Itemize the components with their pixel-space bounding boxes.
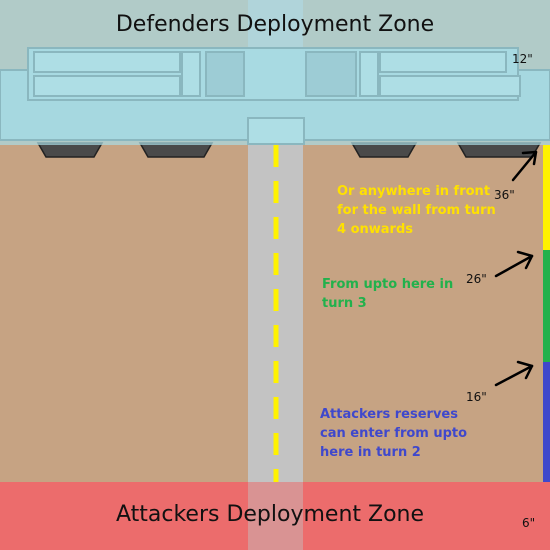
reserve-bar-turn-2 (543, 362, 550, 482)
track-2 (138, 142, 214, 158)
reserve-note-turn-4: Or anywhere in front for the wall from t… (337, 184, 496, 237)
attackers-zone-title: Attackers Deployment Zone (115, 502, 425, 527)
defenders-zone-depth: 12" (512, 52, 533, 66)
tank-tracks (36, 142, 542, 158)
attackers-zone-road (248, 482, 303, 550)
arrow-26-icon (494, 250, 534, 278)
attackers-zone-depth: 6" (522, 516, 536, 530)
reserve-note-turn-3: From upto here in turn 3 (322, 277, 454, 311)
track-3 (350, 142, 418, 158)
attackers-zone (0, 482, 550, 550)
defenders-zone (0, 0, 550, 145)
reserve-bar-turn-3 (543, 250, 550, 362)
distance-16-label: 16" (466, 390, 487, 404)
distance-26-label: 26" (466, 272, 487, 286)
distance-arrows (494, 150, 538, 387)
distance-36-label: 36" (494, 188, 515, 202)
reserve-note-turn-2: Attackers reserves can enter from upto h… (320, 407, 468, 460)
arrow-16-icon (494, 360, 534, 387)
defenders-zone-title: Defenders Deployment Zone (115, 12, 435, 37)
reserve-bar-turn-4 (543, 145, 550, 250)
track-4 (456, 142, 542, 158)
track-1 (36, 142, 104, 158)
arrow-36-icon (511, 150, 538, 182)
